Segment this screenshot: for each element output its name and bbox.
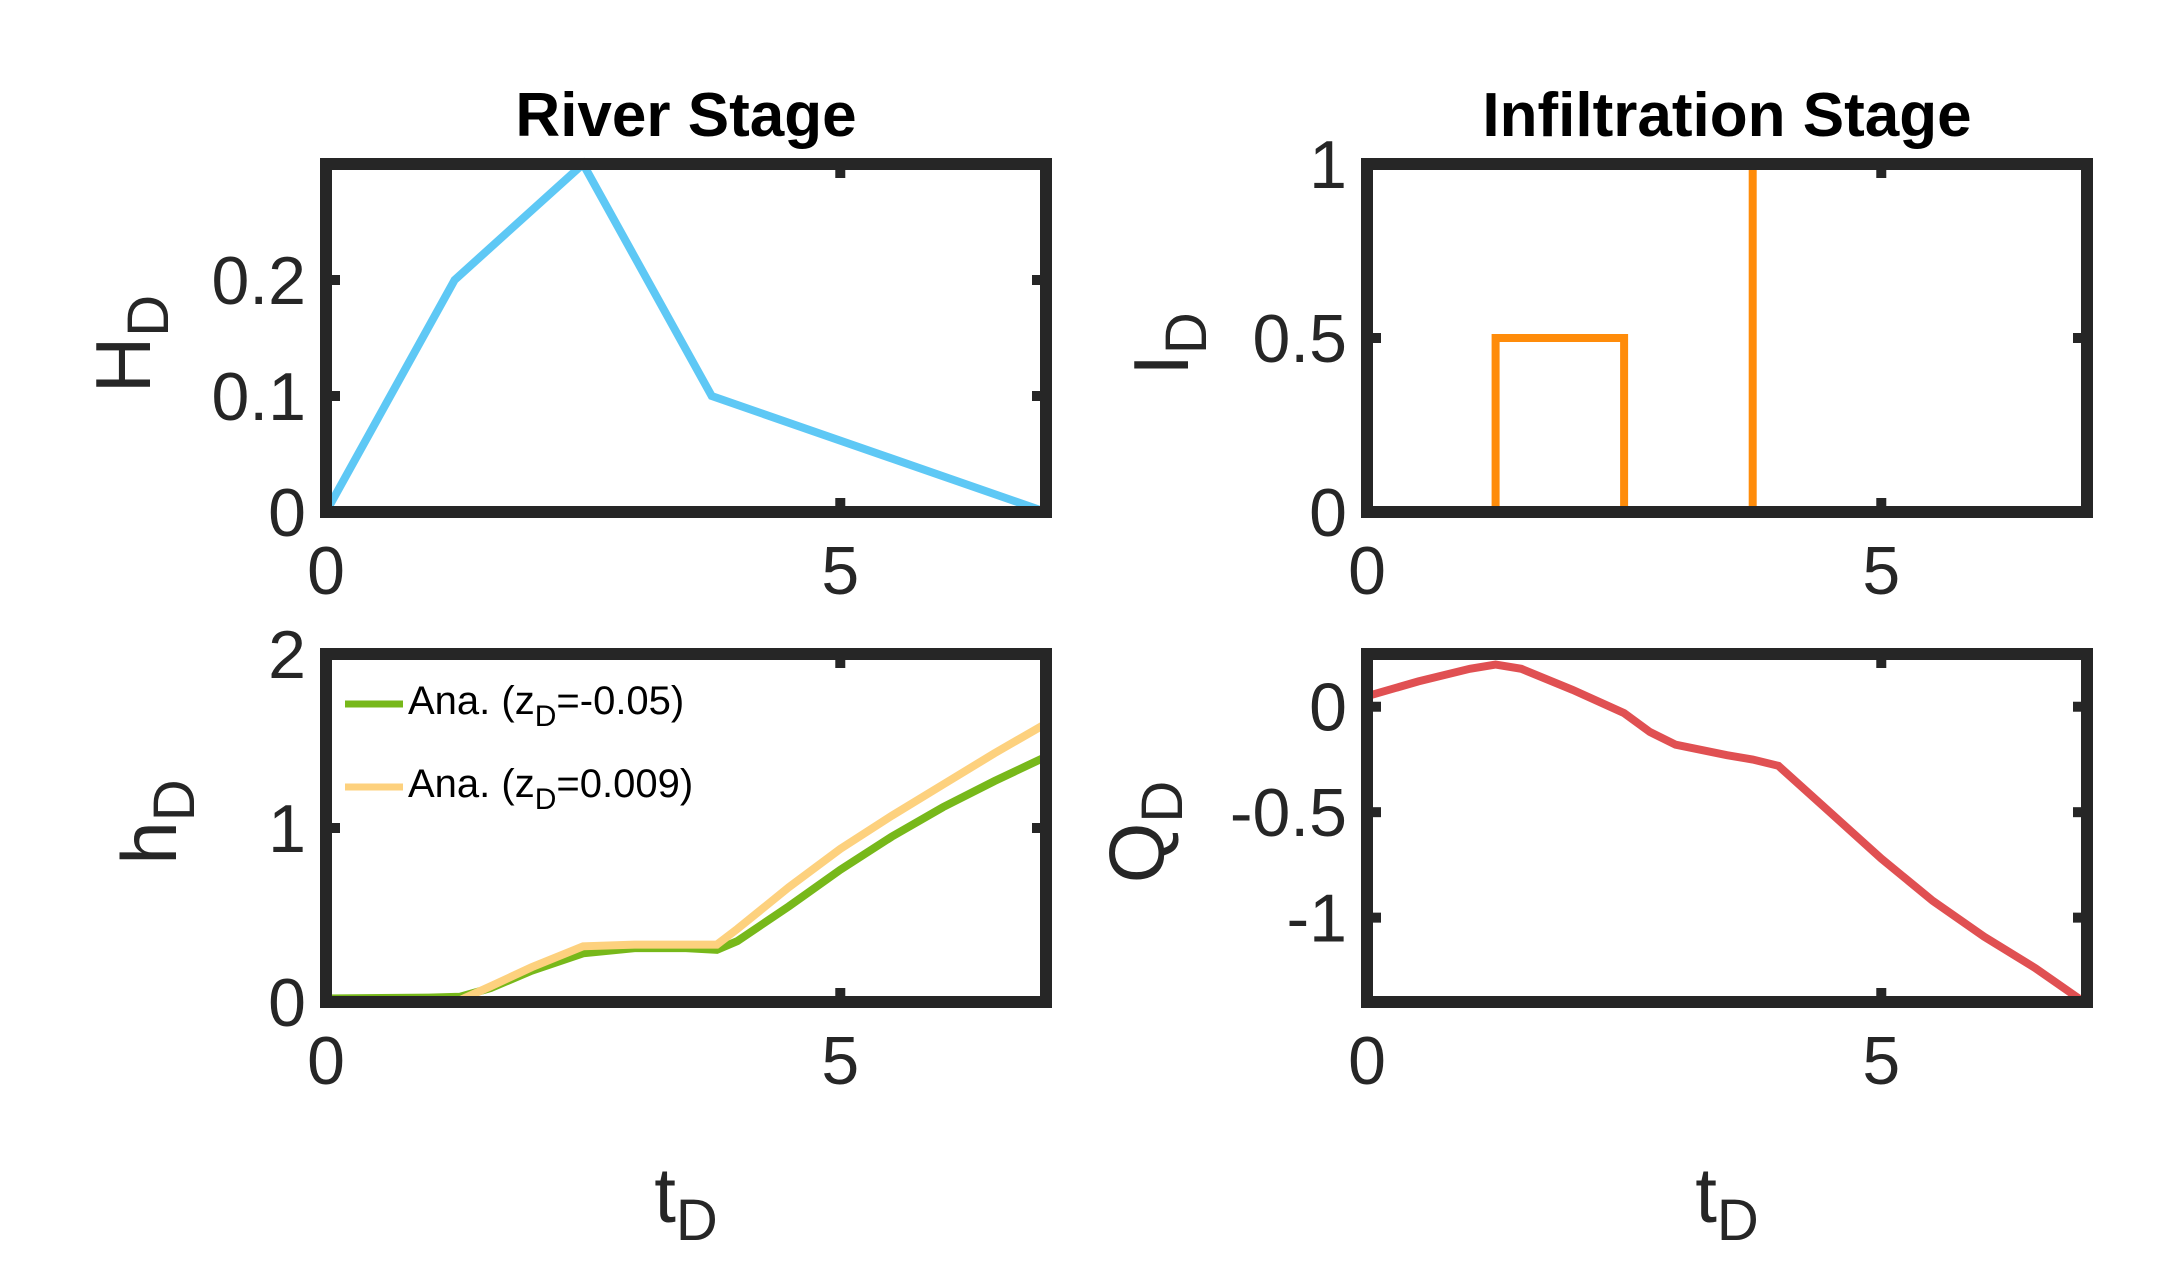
river-stage-ylabel-main: H	[79, 337, 167, 393]
head-xlabel-sub: D	[676, 1188, 718, 1253]
head-xlabel-main: t	[654, 1151, 676, 1239]
legend-label-2-sub: D	[535, 783, 557, 816]
legend-label-1-tail: =-0.05)	[556, 679, 684, 723]
tl-axes-box	[320, 158, 1052, 518]
br-ytick-label-2: 0	[1309, 670, 1347, 746]
bl-ytick-label-1: 1	[268, 791, 306, 867]
tl-ytick-label-0: 0	[268, 475, 306, 551]
river-stage-plot: 0 5 0 0.1 0.2	[211, 157, 1052, 609]
br-xtick-label-1: 5	[1862, 1023, 1900, 1099]
bl-xtick-label-0: 0	[307, 1023, 345, 1099]
bl-ytick-label-2: 2	[268, 617, 306, 693]
infiltration-stage-ylabel-main: I	[1117, 354, 1205, 376]
tl-xtick-label-0: 0	[307, 533, 345, 609]
legend-label-1-main: Ana. (z	[408, 679, 535, 723]
tr-ytick-label-2: 1	[1309, 127, 1347, 203]
br-series-0-line	[1365, 660, 2090, 1008]
bl-xtick-label-1: 5	[821, 1023, 859, 1099]
infiltration-stage-plot: 0 5 0 0.5 1	[1252, 127, 2093, 609]
legend-label-1-sub: D	[535, 700, 557, 733]
legend-label-2-tail: =0.009)	[556, 762, 693, 806]
flux-xlabel-main: t	[1695, 1151, 1717, 1239]
legend-label-1: Ana. (zD=-0.05)	[408, 679, 684, 733]
tr-ytick-label-1: 0.5	[1252, 301, 1347, 377]
head-plot: 0 5 0 1 2	[268, 617, 1052, 1099]
tl-ytick-label-1: 0.1	[211, 359, 306, 435]
flux-ylabel-sub: D	[1130, 781, 1195, 823]
flux-xlabel: tD	[1695, 1151, 1759, 1253]
legend-label-2-main: Ana. (z	[408, 762, 535, 806]
flux-ylabel-main: Q	[1093, 823, 1181, 884]
br-xtick-label-0: 0	[1348, 1023, 1386, 1099]
legend: Ana. (zD=-0.05) Ana. (zD=0.009)	[345, 679, 693, 816]
tl-ytick-label-2: 0.2	[211, 243, 306, 319]
tr-ytick-label-0: 0	[1309, 475, 1347, 551]
river-stage-panel: River Stage HD 0 5 0 0.1 0.2	[79, 81, 1052, 609]
head-ylabel: hD	[105, 779, 207, 864]
flux-xlabel-sub: D	[1717, 1188, 1759, 1253]
river-stage-ylabel: HD	[79, 295, 181, 393]
infiltration-stage-title: Infiltration Stage	[1482, 81, 1971, 150]
head-xlabel: tD	[654, 1151, 718, 1253]
head-ylabel-main: h	[105, 821, 193, 864]
bl-ytick-label-0: 0	[268, 965, 306, 1041]
tr-xtick-label-0: 0	[1348, 533, 1386, 609]
br-axes-box	[1361, 648, 2093, 1008]
br-ytick-label-1: -0.5	[1230, 775, 1347, 851]
flux-plot: 0 5 -1 -0.5 0	[1230, 648, 2093, 1099]
river-stage-title: River Stage	[515, 81, 856, 150]
river-stage-ylabel-sub: D	[116, 295, 181, 337]
br-ytick-label-0: -1	[1287, 881, 1347, 957]
legend-label-2: Ana. (zD=0.009)	[408, 762, 693, 816]
infiltration-stage-panel: Infiltration Stage ID 0 5 0 0.5 1	[1117, 81, 2093, 609]
tl-xtick-label-1: 5	[821, 533, 859, 609]
infiltration-stage-ylabel: ID	[1117, 312, 1219, 376]
bl-series-1-line	[325, 720, 1048, 1006]
flux-ylabel: QD	[1093, 781, 1195, 884]
tr-xtick-label-1: 5	[1862, 533, 1900, 609]
head-ylabel-sub: D	[142, 779, 207, 821]
infiltration-stage-ylabel-sub: D	[1154, 312, 1219, 354]
